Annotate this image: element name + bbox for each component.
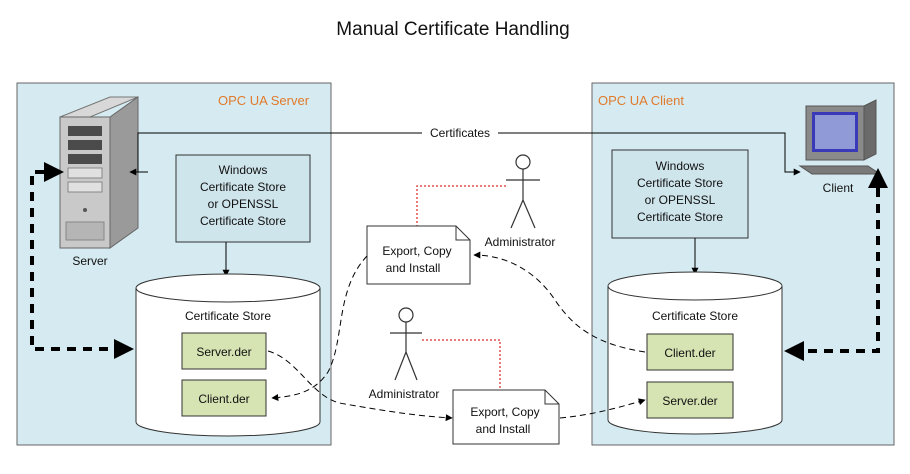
client-cert-client-der-label: Client.der <box>664 346 715 360</box>
server-cert-client-der <box>181 379 267 417</box>
admin-top-link <box>416 185 506 226</box>
server-store-box <box>175 154 311 243</box>
client-cert-server-der-label: Server.der <box>662 394 717 408</box>
server-store-label: Windows Certificate Store or OPENSSL Cer… <box>200 163 286 228</box>
admin-bottom-link <box>422 339 501 390</box>
client-store-line: or OPENSSL <box>645 193 716 207</box>
admin-bottom-doc-line: and Install <box>476 422 531 436</box>
server-db-label: Certificate Store <box>185 309 271 323</box>
diagram-title: Manual Certificate Handling <box>336 19 569 40</box>
admin-top-label: Administrator <box>485 235 556 249</box>
admin-top-document <box>366 225 471 285</box>
certificates-label-bg <box>422 124 498 140</box>
server-store-line: Certificate Store <box>200 180 286 194</box>
server-store-line: Certificate Store <box>200 214 286 228</box>
server-cert-client-der-label: Client.der <box>198 392 249 406</box>
client-store-line: Certificate Store <box>637 210 723 224</box>
flow-client-to-admin-top <box>473 251 646 353</box>
server-panel-label: OPC UA Server <box>218 93 310 108</box>
certificates-label: Certificates <box>430 126 490 140</box>
flow-server-to-admin-bottom <box>267 350 453 422</box>
client-store-label: Windows Certificate Store or OPENSSL Cer… <box>637 159 723 224</box>
client-cert-server-der <box>646 381 734 419</box>
admin-bottom-figure-icon <box>390 307 422 381</box>
client-computer-icon <box>798 99 882 175</box>
client-store-line: Windows <box>656 159 705 173</box>
client-machine-label: Client <box>823 181 854 195</box>
flow-admin-top-to-server <box>271 255 368 402</box>
admin-top-doc-line: Export, Copy <box>382 244 451 258</box>
server-tower-icon <box>59 96 139 249</box>
server-machine-label: Server <box>72 254 107 268</box>
admin-bottom-doc-line: Export, Copy <box>470 405 539 419</box>
server-cert-server-der-label: Server.der <box>196 345 251 359</box>
server-cert-server-der <box>181 332 267 370</box>
server-machine-to-db-arrow <box>30 162 134 359</box>
admin-top-doc-line: and Install <box>386 261 441 275</box>
client-store-line: Certificate Store <box>637 176 723 190</box>
admin-top-figure-icon <box>506 154 540 229</box>
server-store-line: Windows <box>219 163 268 177</box>
client-store-box <box>611 149 749 239</box>
flow-admin-bottom-to-client <box>559 398 646 419</box>
client-panel-label: OPC UA Client <box>598 93 684 108</box>
server-store-line: or OPENSSL <box>208 197 279 211</box>
admin-bottom-label: Administrator <box>369 387 440 401</box>
client-cert-client-der <box>646 333 734 371</box>
client-machine-to-db-arrow <box>784 168 888 361</box>
client-db-label: Certificate Store <box>652 309 738 323</box>
certificates-link <box>137 132 801 176</box>
admin-bottom-document <box>452 389 560 445</box>
